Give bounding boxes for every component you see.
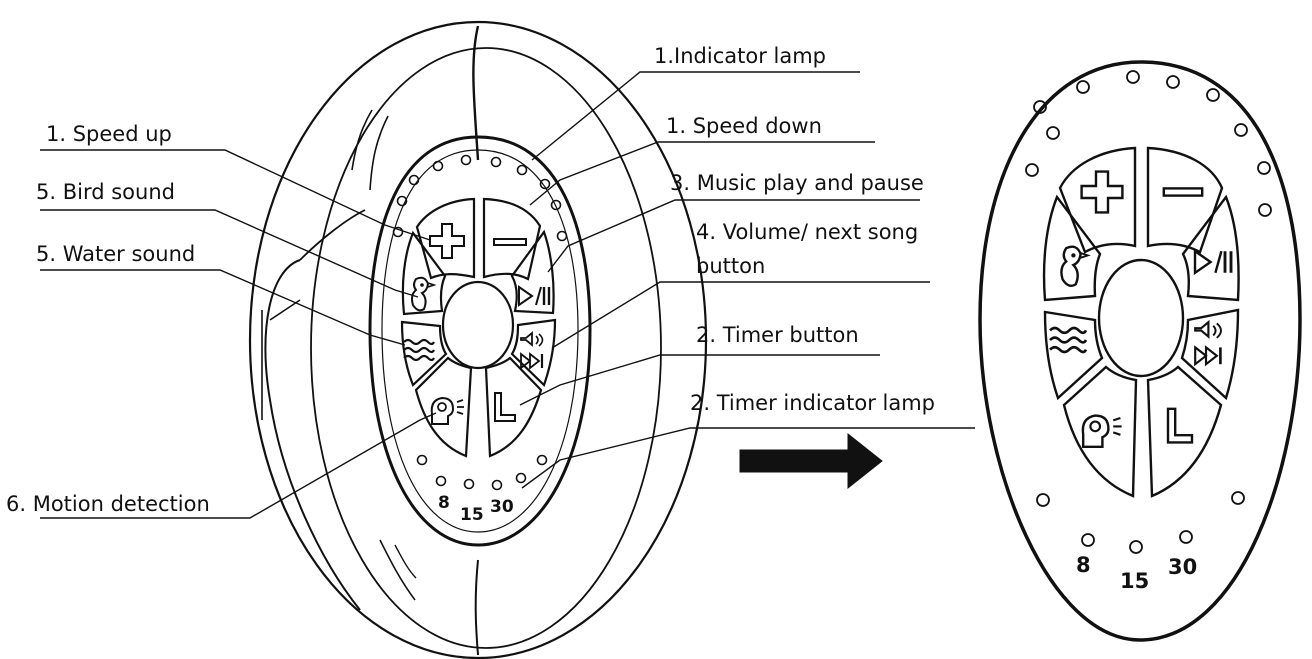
leader-lines: [40, 71, 975, 519]
label-timer-button: 2. Timer button: [696, 323, 859, 347]
right-device: [978, 60, 1302, 642]
water-icon: [402, 338, 436, 362]
volume-next-icon: [1193, 320, 1223, 366]
minus-icon: [1162, 187, 1204, 197]
water-icon: [1048, 326, 1088, 354]
play-pause-icon: [1193, 249, 1233, 275]
label-speed-up: 1. Speed up: [46, 122, 172, 146]
label-bird-sound: 5. Bird sound: [36, 180, 175, 204]
motion-icon: [1081, 414, 1123, 449]
left-timer-mark-30: 30: [490, 497, 514, 517]
left-timer-mark-15: 15: [460, 505, 484, 525]
label-speed-down: 1. Speed down: [666, 114, 822, 138]
play-pause-icon: [517, 285, 551, 307]
left-device: [248, 20, 708, 659]
timer-l-icon: [1166, 407, 1194, 444]
minus-icon: [493, 238, 527, 246]
volume-next-icon: [519, 331, 544, 370]
motion-icon: [430, 397, 465, 425]
label-music-play-pause: 3. Music play and pause: [670, 171, 924, 195]
right-button-icons: [1048, 170, 1233, 449]
timer-l-icon: [494, 392, 516, 422]
left-timer-mark-8: 8: [438, 493, 450, 513]
label-motion-detection: 6. Motion detection: [6, 492, 210, 516]
label-timer-indicator-lamp: 2. Timer indicator lamp: [690, 391, 936, 415]
plus-icon: [1080, 170, 1124, 214]
right-timer-mark-15: 15: [1120, 569, 1149, 593]
label-water-sound: 5. Water sound: [36, 242, 196, 266]
label-volume-next-line1: 4. Volume/ next song: [696, 220, 919, 244]
right-timer-mark-30: 30: [1168, 555, 1197, 579]
right-timer-mark-8: 8: [1076, 553, 1091, 577]
arrow-right-icon: [739, 432, 883, 490]
bird-icon: [411, 276, 435, 312]
label-indicator-lamp: 1.Indicator lamp: [654, 44, 826, 68]
label-volume-next-line2: button: [696, 254, 766, 278]
plus-icon: [429, 223, 465, 259]
bird-icon: [1060, 245, 1090, 288]
